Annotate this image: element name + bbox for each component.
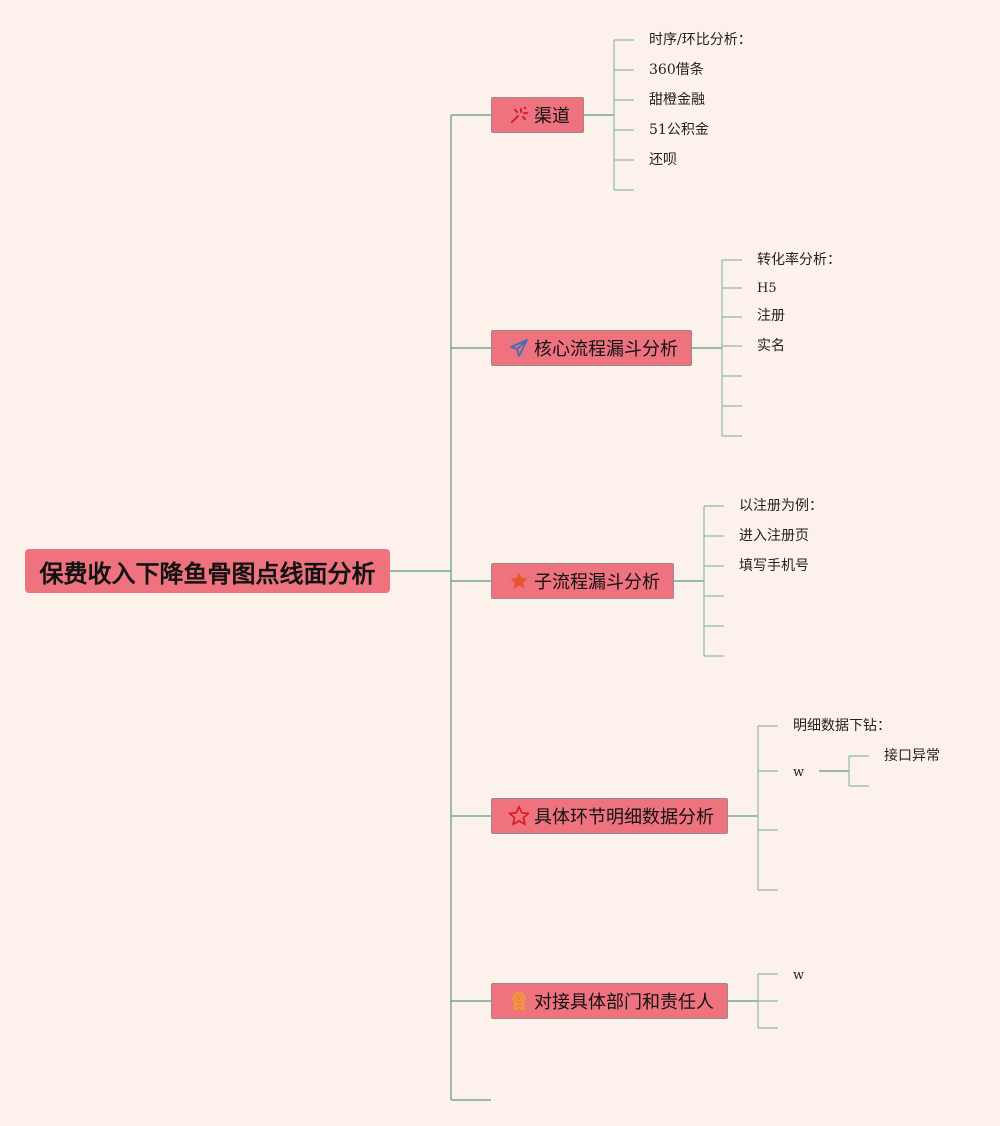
branch-label: 渠道 xyxy=(534,106,570,127)
leaf-item[interactable]: 51公积金 xyxy=(649,122,709,138)
leaf-item[interactable]: 注册 xyxy=(757,308,785,324)
leaf-item[interactable]: 时序/环比分析： xyxy=(649,32,752,48)
leaf-item[interactable]: 360借条 xyxy=(649,62,704,78)
branch-responsibility[interactable]: 对接具体部门和责任人 xyxy=(491,983,728,1019)
branch-label: 对接具体部门和责任人 xyxy=(534,992,714,1013)
award-icon xyxy=(508,990,530,1012)
leaf-item[interactable]: H5 xyxy=(757,281,777,296)
leaf-item[interactable]: 转化率分析： xyxy=(757,252,841,268)
sub-leaf-item[interactable]: 接口异常 xyxy=(884,748,940,764)
leaf-item[interactable]: 进入注册页 xyxy=(739,528,809,544)
leaf-item[interactable]: w xyxy=(793,765,805,780)
paper-plane-icon xyxy=(508,337,530,359)
leaf-item[interactable]: w xyxy=(793,968,805,983)
branch-label: 核心流程漏斗分析 xyxy=(534,339,678,360)
branch-channel[interactable]: 渠道 xyxy=(491,97,584,133)
branch-label: 具体环节明细数据分析 xyxy=(534,807,714,828)
fireworks-icon xyxy=(508,104,530,126)
branch-sub-funnel[interactable]: 子流程漏斗分析 xyxy=(491,563,674,599)
star-filled-icon xyxy=(508,570,530,592)
branch-detail-data[interactable]: 具体环节明细数据分析 xyxy=(491,798,728,834)
leaf-item[interactable]: 甜橙金融 xyxy=(649,92,705,108)
leaf-item[interactable]: 填写手机号 xyxy=(739,558,809,574)
root-topic[interactable]: 保费收入下降鱼骨图点线面分析 xyxy=(25,549,390,593)
leaf-item[interactable]: 实名 xyxy=(757,338,785,354)
leaf-item[interactable]: 明细数据下钻： xyxy=(793,718,891,734)
star-outline-icon xyxy=(508,805,530,827)
leaf-item[interactable]: 还呗 xyxy=(649,152,677,168)
leaf-item[interactable]: 以注册为例： xyxy=(739,498,823,514)
branch-core-funnel[interactable]: 核心流程漏斗分析 xyxy=(491,330,692,366)
branch-label: 子流程漏斗分析 xyxy=(534,572,660,593)
